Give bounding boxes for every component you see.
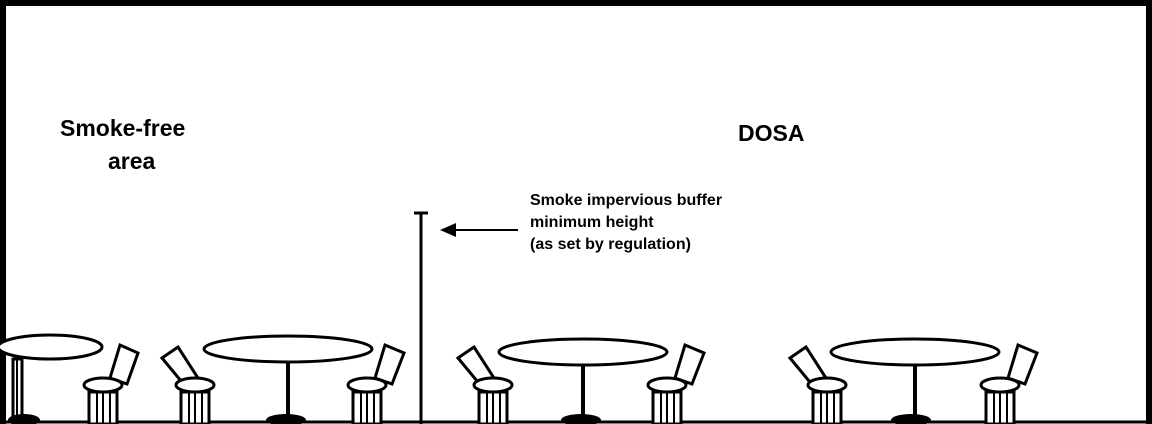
buffer-note-line2: minimum height xyxy=(530,214,654,231)
table-partial-left xyxy=(0,333,104,424)
arrow-left-icon xyxy=(440,223,518,237)
buffer-note-line3: (as set by regulation) xyxy=(530,236,691,253)
table-2 xyxy=(497,337,669,424)
chair-right-2 xyxy=(455,344,514,424)
chair-left-1 xyxy=(82,342,140,424)
dosa-label: DOSA xyxy=(738,120,805,146)
table-3 xyxy=(829,337,1001,424)
smoke-free-area-label-line1: Smoke-free xyxy=(60,115,186,141)
chair-left-1b xyxy=(346,342,406,424)
buffer-note-line1: Smoke impervious buffer xyxy=(530,192,723,209)
chair-left-3 xyxy=(979,342,1039,424)
smoke-free-area-label-line2: area xyxy=(108,148,156,174)
buffer-pole xyxy=(414,211,428,424)
chair-right-1 xyxy=(159,344,216,424)
chair-right-3 xyxy=(787,344,848,424)
table-1 xyxy=(202,334,374,424)
chair-left-2 xyxy=(646,342,706,424)
